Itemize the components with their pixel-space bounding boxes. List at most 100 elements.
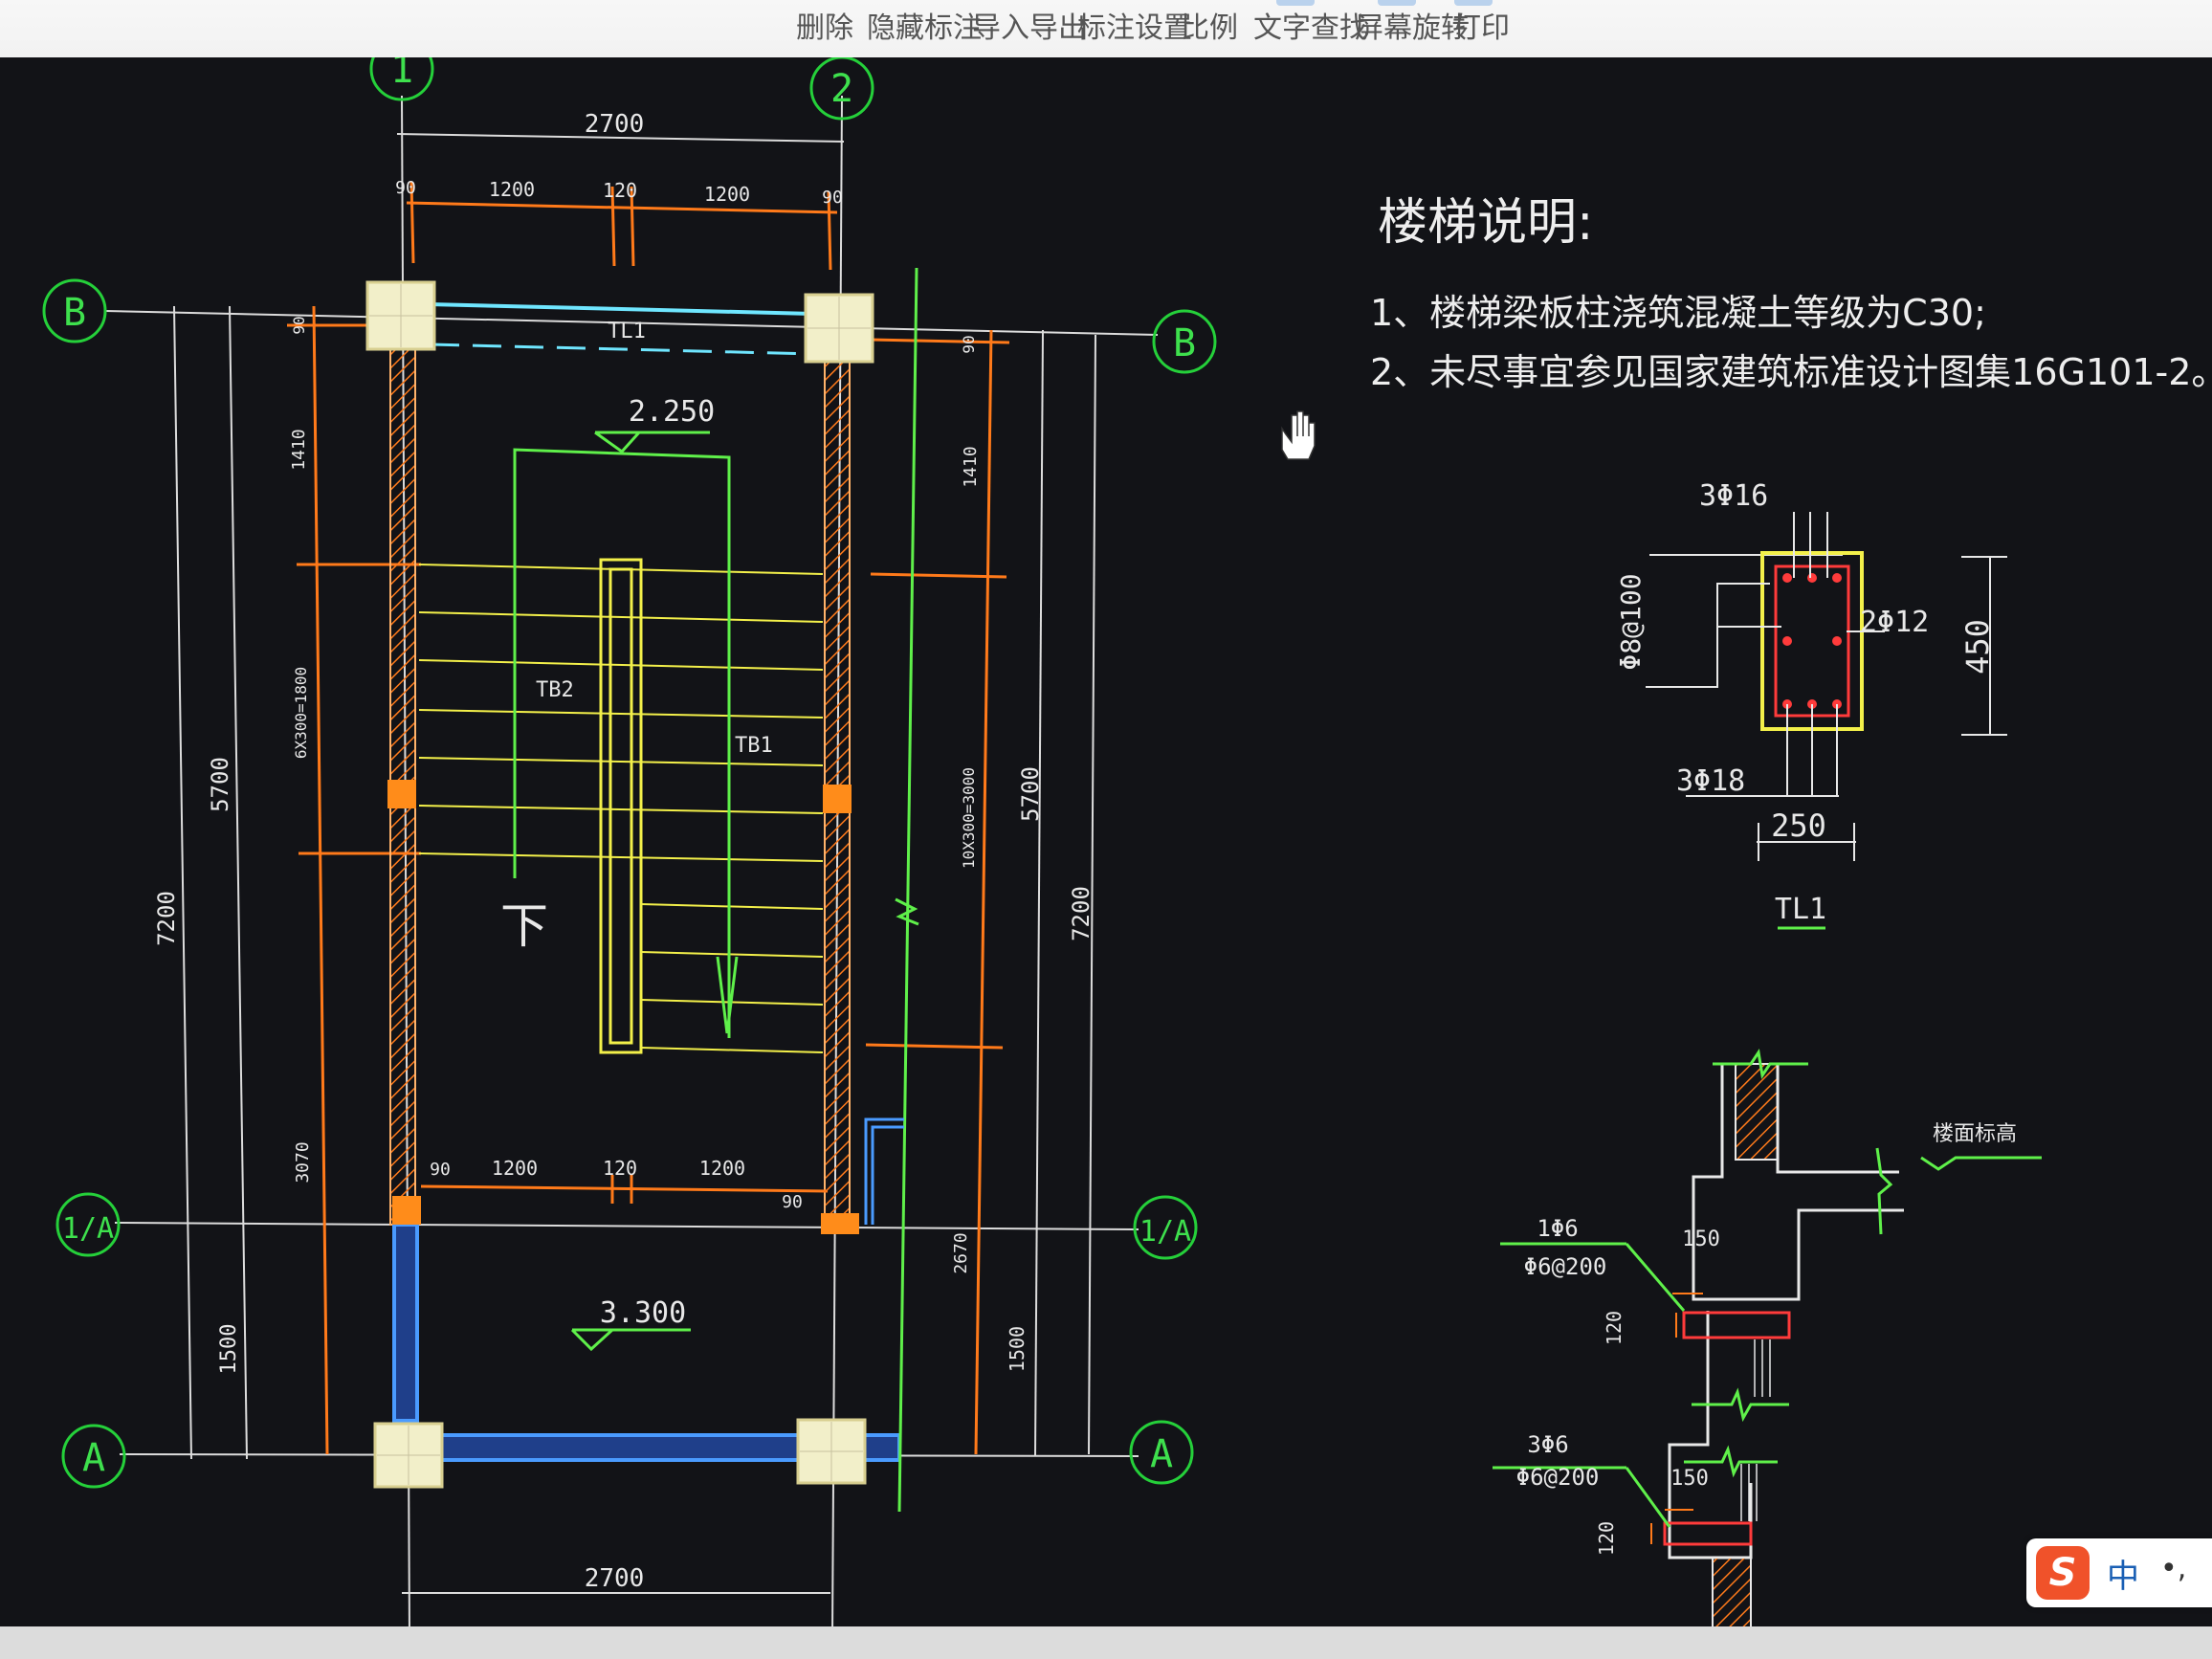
dim-top-1200-a: 1200	[489, 178, 535, 201]
dim-mid-90: 90	[430, 1160, 451, 1180]
toolbar-rotate-screen-button[interactable]: 屏幕旋转	[1349, 0, 1475, 61]
stair-treads	[418, 564, 824, 1053]
dim-right-90: 90	[960, 335, 978, 353]
toolbar-hide-dimension-button[interactable]: 隐藏标注	[861, 4, 987, 61]
axis-bubbles	[42, 57, 1217, 1489]
ime-indicator[interactable]: S 中 •,	[2026, 1538, 2212, 1607]
dim-left-7200: 7200	[153, 891, 180, 946]
dim-left-90: 90	[290, 316, 308, 334]
cad-drawing: B B 1/A 1/A A A 1 2	[42, 57, 2212, 1626]
toolbar-dimension-settings-label: 标注设置	[1077, 11, 1192, 45]
column-crosses	[369, 284, 871, 1485]
toolbar-print-button[interactable]: 打印	[1447, 0, 1515, 61]
axis-line-1a	[114, 1222, 1139, 1230]
notes-line-1: 1、楼梯梁板柱浇筑混凝土等级为C30;	[1370, 292, 1986, 334]
elevation-lower: 3.300	[570, 1296, 691, 1352]
right-dimensions: 90 1410 10X300=3000 5700 7200 2670 1500	[865, 329, 1096, 1457]
dim-top-total: 2700	[585, 110, 645, 139]
axis-label-b-right: B	[1173, 321, 1196, 365]
dim-right-1500: 1500	[1006, 1326, 1029, 1372]
print-icon	[1454, 0, 1493, 6]
toolbar-dimension-settings-button[interactable]: 标注设置	[1072, 4, 1198, 61]
section-name: TL1	[1775, 893, 1826, 926]
dim-mid-1200-b: 1200	[699, 1157, 745, 1180]
section-width: 250	[1771, 807, 1826, 844]
axis-bubble-b-right[interactable]	[1152, 309, 1217, 374]
axis-bubble-a-left[interactable]	[61, 1424, 126, 1489]
stair-notes: 楼梯说明: 1、楼梯梁板柱浇筑混凝土等级为C30; 2、未尽事宜参见国家建筑标准…	[1370, 194, 2212, 393]
detail-lower-120: 120	[1595, 1521, 1618, 1556]
dim-right-2670: 2670	[951, 1232, 971, 1273]
toolbar-rotate-screen-label: 屏幕旋转	[1355, 11, 1470, 45]
stair-path	[513, 267, 919, 1513]
dim-top-90-left: 90	[395, 178, 416, 198]
notes-title: 楼梯说明:	[1378, 194, 1594, 252]
section-height: 450	[1959, 619, 1996, 675]
axis-bubble-1a-right[interactable]	[1133, 1195, 1198, 1260]
walls	[387, 343, 901, 1462]
dim-top-1200-b: 1200	[704, 183, 750, 206]
ime-language-label[interactable]: 中	[2107, 1558, 2139, 1596]
dim-mid-1200-a: 1200	[492, 1157, 538, 1180]
dim-top-120: 120	[603, 179, 637, 202]
beam-section-tl1: 3Φ16 Φ8@100 2Φ12 3Φ18 450 250 TL1	[1615, 479, 2007, 930]
monitor-bezel-bottom	[0, 1626, 2212, 1659]
stair-detail: 楼面标高 1Φ6 Φ6@200 150 120 3Φ6 Φ6@200 150 1…	[1493, 1049, 2042, 1626]
axis-bubble-1a-left[interactable]	[55, 1192, 121, 1257]
elevation-upper-value: 2.250	[629, 395, 715, 429]
toolbar-hide-dimension-label: 隐藏标注	[867, 11, 982, 45]
toolbar-text-search-button[interactable]: 文字查找	[1248, 0, 1374, 61]
hand-cursor-icon	[1281, 410, 1316, 460]
detail-lower-dist: Φ6@200	[1516, 1464, 1600, 1491]
toolbar-scale-button[interactable]: 比例	[1175, 4, 1244, 61]
detail-lower-bar: 3Φ6	[1527, 1431, 1568, 1458]
detail-upper-dist: Φ6@200	[1524, 1253, 1607, 1280]
toolbar-import-export-button[interactable]: 导入导出	[966, 4, 1093, 61]
detail-upper-120: 120	[1603, 1311, 1626, 1345]
top-dimensions: 2700 90 1200 120 1200 90	[395, 110, 845, 271]
section-bottom-bars: 3Φ18	[1676, 764, 1745, 798]
dim-right-7200: 7200	[1068, 886, 1095, 941]
axis-label-1-top: 1	[390, 57, 413, 92]
notes-line-2: 2、未尽事宜参见国家建筑标准设计图集16G101-2。	[1370, 351, 2212, 393]
dim-left-1500: 1500	[217, 1324, 241, 1375]
toolbar-text-search-label: 文字查找	[1253, 11, 1368, 45]
axis-label-a-left: A	[82, 1436, 105, 1480]
toolbar-import-export-label: 导入导出	[972, 11, 1087, 45]
rotate-screen-icon	[1378, 0, 1416, 6]
mid-dimensions: 90 1200 120 1200 90	[420, 1157, 829, 1212]
axis-bubble-b-left[interactable]	[42, 278, 107, 343]
axis-label-1a-left: 1/A	[62, 1212, 114, 1246]
dim-mid-120: 120	[603, 1157, 637, 1180]
dim-left-steps: 6X300=1800	[292, 667, 310, 759]
elevation-lower-value: 3.300	[600, 1296, 686, 1330]
axis-bubble-2-top[interactable]	[809, 57, 874, 121]
axis-bubble-1-top[interactable]	[369, 57, 434, 101]
dim-left-1410: 1410	[289, 429, 309, 470]
dim-bottom-total: 2700	[585, 1564, 645, 1593]
axis-bubble-a-right[interactable]	[1129, 1420, 1194, 1485]
detail-upper-bar: 1Φ6	[1537, 1215, 1578, 1242]
section-stirrup: Φ8@100	[1615, 573, 1647, 670]
sogou-logo-icon: S	[2036, 1546, 2090, 1600]
axis-label-2-top: 2	[830, 67, 853, 111]
dim-mid-90-right: 90	[782, 1192, 803, 1212]
dim-left-3070: 3070	[293, 1141, 313, 1183]
toolbar-delete-label: 删除	[796, 11, 853, 45]
toolbar-scale-label: 比例	[1181, 11, 1238, 45]
cad-drawing-canvas[interactable]: B B 1/A 1/A A A 1 2	[0, 57, 2212, 1626]
left-dimensions: 7200 5700 1500 90 1410 6X300=1800 3070	[153, 305, 421, 1460]
label-tl1-plan: TL1	[608, 320, 646, 343]
elevation-upper: 2.250	[594, 395, 715, 453]
detail-floor-level: 楼面标高	[1933, 1122, 2017, 1146]
dim-right-steps: 10X300=3000	[960, 767, 978, 869]
section-top-bars: 3Φ16	[1699, 479, 1768, 513]
axis-label-b-left: B	[63, 291, 86, 335]
label-tb1: TB1	[735, 734, 773, 758]
dim-right-1410: 1410	[961, 446, 981, 487]
ime-punctuation-icon[interactable]: •,	[2160, 1552, 2187, 1585]
toolbar-delete-button[interactable]: 删除	[790, 4, 859, 61]
beam-tl1: TL1	[428, 302, 814, 356]
text-search-icon	[1276, 0, 1315, 6]
